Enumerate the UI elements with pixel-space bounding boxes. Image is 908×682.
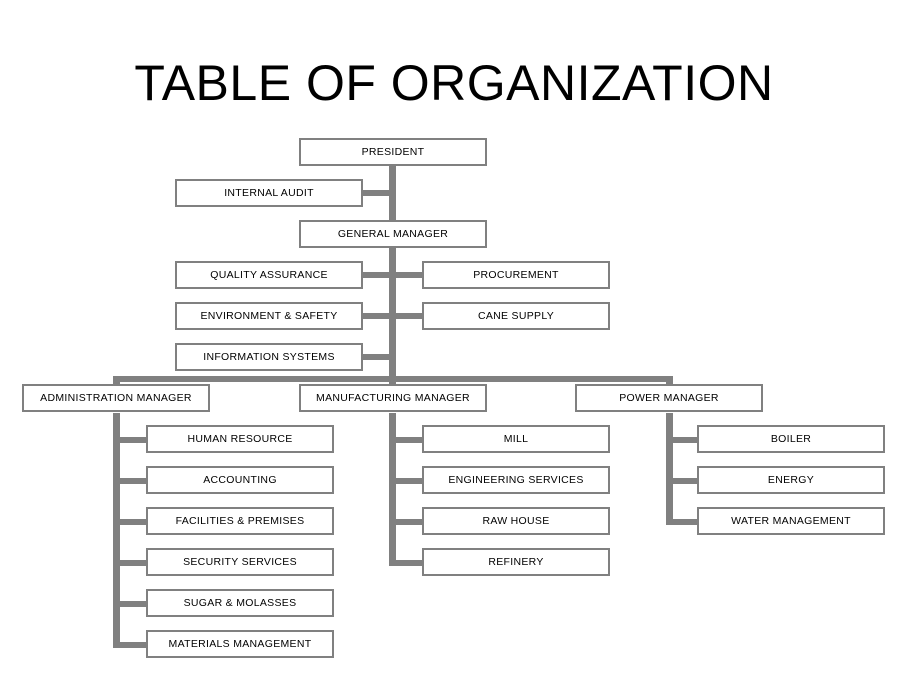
node-raw-house: RAW HOUSE xyxy=(422,507,610,535)
connector-power-trunk xyxy=(666,413,673,525)
connector-boiler xyxy=(666,437,700,443)
node-refinery: REFINERY xyxy=(422,548,610,576)
connector-information-systems xyxy=(362,354,392,360)
connector-raw-house xyxy=(389,519,424,525)
node-manufacturing-manager: MANUFACTURING MANAGER xyxy=(299,384,487,412)
node-cane-supply: CANE SUPPLY xyxy=(422,302,610,330)
node-human-resource: HUMAN RESOURCE xyxy=(146,425,334,453)
node-procurement: PROCUREMENT xyxy=(422,261,610,289)
node-quality-assurance: QUALITY ASSURANCE xyxy=(175,261,363,289)
connector-sugar xyxy=(113,601,150,607)
connector-refinery xyxy=(389,560,424,566)
node-boiler: BOILER xyxy=(697,425,885,453)
node-president: PRESIDENT xyxy=(299,138,487,166)
node-engineering-services: ENGINEERING SERVICES xyxy=(422,466,610,494)
node-water-management: WATER MANAGEMENT xyxy=(697,507,885,535)
connector-materials xyxy=(113,642,150,648)
connector-energy xyxy=(666,478,700,484)
node-facilities-premises: FACILITIES & PREMISES xyxy=(146,507,334,535)
connector-mill xyxy=(389,437,424,443)
connector-main-trunk xyxy=(389,166,396,388)
connector-facilities xyxy=(113,519,150,525)
node-mill: MILL xyxy=(422,425,610,453)
connector-power-drop xyxy=(666,376,673,388)
connector-cane-supply xyxy=(393,313,424,319)
node-materials-management: MATERIALS MANAGEMENT xyxy=(146,630,334,658)
node-accounting: ACCOUNTING xyxy=(146,466,334,494)
connector-water xyxy=(666,519,700,525)
connector-admin-drop xyxy=(113,376,120,388)
connector-procurement xyxy=(393,272,424,278)
node-information-systems: INFORMATION SYSTEMS xyxy=(175,343,363,371)
page-title: TABLE OF ORGANIZATION xyxy=(134,55,774,111)
node-security-services: SECURITY SERVICES xyxy=(146,548,334,576)
connector-admin-trunk xyxy=(113,413,120,648)
node-general-manager: GENERAL MANAGER xyxy=(299,220,487,248)
connector-environment-safety xyxy=(362,313,392,319)
connector-accounting xyxy=(113,478,150,484)
node-power-manager: POWER MANAGER xyxy=(575,384,763,412)
connector-managers-bar xyxy=(113,376,673,382)
connector-engineering xyxy=(389,478,424,484)
node-energy: ENERGY xyxy=(697,466,885,494)
connector-security xyxy=(113,560,150,566)
node-sugar-molasses: SUGAR & MOLASSES xyxy=(146,589,334,617)
connector-human-resource xyxy=(113,437,150,443)
connector-quality-assurance xyxy=(362,272,392,278)
node-administration-manager: ADMINISTRATION MANAGER xyxy=(22,384,210,412)
connector-manufacturing-trunk xyxy=(389,413,396,566)
node-environment-safety: ENVIRONMENT & SAFETY xyxy=(175,302,363,330)
connector-internal-audit xyxy=(362,190,392,196)
node-internal-audit: INTERNAL AUDIT xyxy=(175,179,363,207)
